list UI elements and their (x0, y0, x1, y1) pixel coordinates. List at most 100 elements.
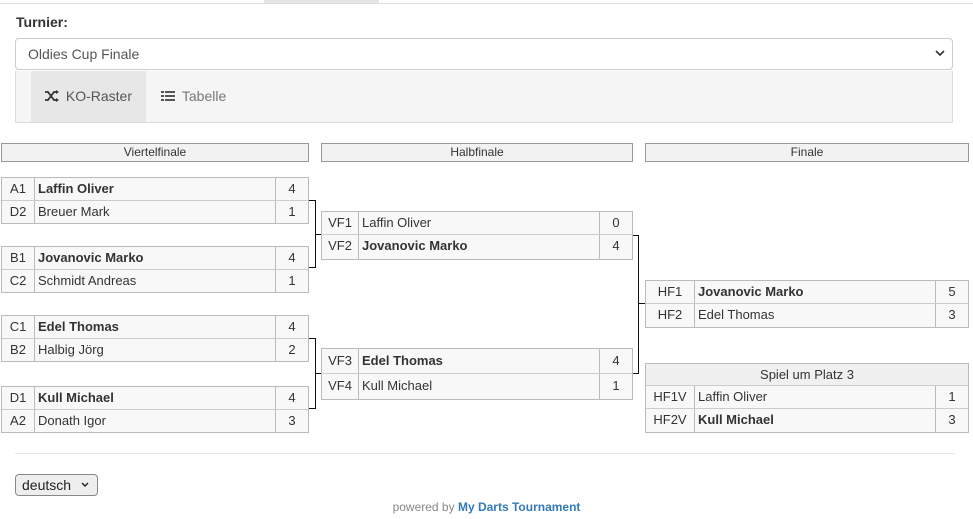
bracket-connector-tick (638, 303, 645, 304)
language-select[interactable]: deutsch (15, 474, 98, 496)
player-score: 1 (275, 270, 308, 293)
round-header-quarterfinal: Viertelfinale (1, 143, 309, 162)
match-row: HF2 Edel Thomas 3 (646, 304, 968, 328)
seed-label: HF1 (646, 281, 695, 303)
bracket-connector-tick (315, 234, 321, 235)
match-row: A2 Donath Igor 3 (2, 410, 308, 433)
match-qf2[interactable]: B1 Jovanovic Marko 4 C2 Schmidt Andreas … (1, 246, 309, 293)
language-select-value: deutsch (22, 477, 72, 493)
player-score: 1 (599, 374, 632, 399)
player-score: 4 (275, 247, 308, 269)
player-score: 4 (599, 235, 632, 259)
match-row: A1 Laffin Oliver 4 (2, 178, 308, 201)
seed-label: C1 (2, 316, 35, 338)
tournament-label: Turnier: (16, 14, 68, 30)
tab-ko-raster[interactable]: KO-Raster (31, 71, 146, 122)
match-row: B2 Halbig Jörg 2 (2, 339, 308, 362)
seed-label: VF3 (322, 349, 359, 373)
divider (15, 453, 955, 454)
footer-prefix: powered by (392, 500, 455, 514)
seed-label: A2 (2, 410, 35, 433)
match-qf3[interactable]: C1 Edel Thomas 4 B2 Halbig Jörg 2 (1, 315, 309, 362)
seed-label: C2 (2, 270, 35, 293)
match-sf2[interactable]: VF3 Edel Thomas 4 VF4 Kull Michael 1 (321, 348, 633, 400)
tournament-select[interactable]: Oldies Cup Finale (15, 38, 953, 70)
match-row: HF2V Kull Michael 3 (646, 409, 968, 432)
seed-label: A1 (2, 178, 35, 200)
match-row: HF1V Laffin Oliver 1 (646, 386, 968, 409)
seed-label: VF1 (322, 212, 359, 234)
player-name: Donath Igor (38, 413, 106, 428)
player-score: 1 (275, 201, 308, 224)
match-row: VF2 Jovanovic Marko 4 (322, 235, 632, 259)
player-name: Jovanovic Marko (698, 284, 804, 299)
seed-label: D1 (2, 387, 35, 409)
player-name: Laffin Oliver (698, 389, 768, 404)
match-sf1[interactable]: VF1 Laffin Oliver 0 VF2 Jovanovic Marko … (321, 211, 633, 260)
match-row: HF1 Jovanovic Marko 5 (646, 281, 968, 304)
round-header-semifinal: Halbfinale (321, 143, 633, 162)
match-final[interactable]: HF1 Jovanovic Marko 5 HF2 Edel Thomas 3 (645, 280, 969, 328)
match-third-place[interactable]: Spiel um Platz 3 HF1V Laffin Oliver 1 HF… (645, 363, 969, 433)
player-name: Kull Michael (698, 412, 774, 427)
player-score: 0 (599, 212, 632, 234)
player-score: 4 (275, 178, 308, 200)
match-row: VF1 Laffin Oliver 0 (322, 212, 632, 235)
bracket-connector-tick (315, 373, 321, 374)
top-tab-marker (264, 0, 379, 3)
third-place-title: Spiel um Platz 3 (646, 364, 968, 386)
player-score: 5 (935, 281, 968, 303)
player-name: Breuer Mark (38, 204, 110, 219)
match-row: D1 Kull Michael 4 (2, 387, 308, 410)
seed-label: B2 (2, 339, 35, 362)
seed-label: VF2 (322, 235, 359, 259)
seed-label: D2 (2, 201, 35, 224)
chevron-down-icon (934, 39, 946, 81)
match-row: B1 Jovanovic Marko 4 (2, 247, 308, 270)
match-qf4[interactable]: D1 Kull Michael 4 A2 Donath Igor 3 (1, 386, 309, 433)
player-name: Kull Michael (362, 378, 433, 393)
view-tabs: KO-Raster Tabelle (15, 71, 953, 123)
shuffle-icon (44, 88, 63, 104)
player-name: Laffin Oliver (362, 215, 432, 230)
player-score: 3 (935, 409, 968, 432)
seed-label: B1 (2, 247, 35, 269)
player-name: Schmidt Andreas (38, 273, 137, 288)
player-name: Halbig Jörg (38, 342, 104, 357)
seed-label: HF2V (646, 409, 695, 432)
tab-tabelle[interactable]: Tabelle (161, 71, 226, 122)
tournament-select-value: Oldies Cup Finale (28, 46, 140, 62)
top-border (0, 0, 973, 4)
footer-brand-link[interactable]: My Darts Tournament (457, 500, 581, 514)
player-score: 2 (275, 339, 308, 362)
bracket-connector (633, 235, 639, 374)
match-row: VF3 Edel Thomas 4 (322, 349, 632, 374)
match-row: VF4 Kull Michael 1 (322, 374, 632, 399)
player-score: 4 (275, 316, 308, 338)
tab-tabelle-label: Tabelle (181, 88, 227, 104)
player-name: Kull Michael (38, 390, 114, 405)
player-name: Jovanovic Marko (362, 238, 468, 253)
player-name: Laffin Oliver (38, 181, 114, 196)
player-score: 1 (935, 386, 968, 408)
tab-ko-label: KO-Raster (65, 88, 132, 104)
player-score: 4 (599, 349, 632, 373)
player-name: Edel Thomas (698, 307, 775, 322)
footer: powered by My Darts Tournament (0, 500, 973, 514)
seed-label: VF4 (322, 374, 359, 399)
list-icon (161, 88, 179, 104)
round-header-final: Finale (645, 143, 969, 162)
chevron-down-icon (80, 475, 90, 503)
match-row: D2 Breuer Mark 1 (2, 201, 308, 224)
seed-label: HF1V (646, 386, 695, 408)
player-name: Edel Thomas (362, 353, 443, 368)
match-row: C1 Edel Thomas 4 (2, 316, 308, 339)
player-score: 4 (275, 387, 308, 409)
seed-label: HF2 (646, 304, 695, 328)
player-name: Jovanovic Marko (38, 250, 144, 265)
player-score: 3 (935, 304, 968, 328)
player-name: Edel Thomas (38, 319, 119, 334)
match-qf1[interactable]: A1 Laffin Oliver 4 D2 Breuer Mark 1 (1, 177, 309, 224)
match-row: C2 Schmidt Andreas 1 (2, 270, 308, 293)
player-score: 3 (275, 410, 308, 433)
